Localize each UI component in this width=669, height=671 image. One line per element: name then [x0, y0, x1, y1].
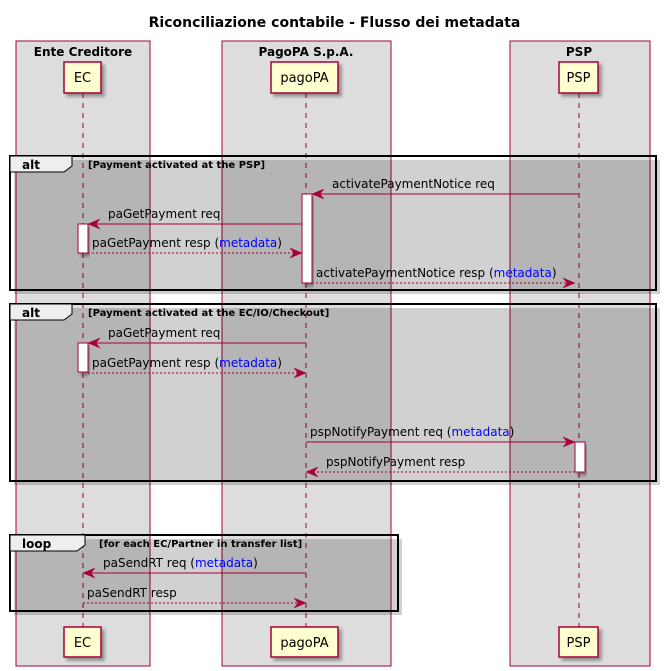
activation-psp-1 [574, 441, 586, 473]
participant-pagopa-bottom-label: pagoPA [280, 636, 328, 651]
frame-border [9, 303, 657, 482]
message-label: activatePaymentNotice req [332, 177, 495, 191]
message-text: pspNotifyPayment req ( [310, 425, 451, 439]
frame-condition: [Payment activated at the EC/IO/Checkout… [88, 308, 329, 319]
message-text: paGetPayment req [108, 207, 220, 221]
message-label: activatePaymentNotice resp (metadata) [316, 266, 557, 280]
box-title-pagopa-spa: PagoPA S.p.A. [259, 45, 354, 59]
participant-ec-bottom-box[interactable] [63, 626, 102, 658]
metadata-highlight: metadata [451, 425, 509, 439]
message-suffix: ) [253, 556, 258, 570]
arrowhead-icon [305, 466, 319, 478]
message-text: paGetPayment resp ( [92, 356, 219, 370]
participant-psp-top-label: PSP [567, 71, 591, 86]
message-label: pspNotifyPayment req (metadata) [310, 425, 514, 439]
metadata-highlight: metadata [219, 356, 277, 370]
message-text: paSendRT resp [87, 586, 177, 600]
message-label: paSendRT resp [87, 586, 177, 600]
message-text: paSendRT req ( [103, 556, 195, 570]
frame-border [9, 534, 399, 612]
metadata-highlight: metadata [494, 266, 552, 280]
participant-pagopa-top-box[interactable] [270, 61, 339, 94]
box-title-psp: PSP [566, 45, 592, 59]
message-text: paGetPayment req [108, 326, 220, 340]
arrowhead-icon [293, 367, 307, 379]
message-label: paGetPayment req [108, 326, 220, 340]
message-suffix: ) [552, 266, 557, 280]
participant-pagopa-top-label: pagoPA [280, 71, 328, 86]
activation-pagopa-1 [301, 193, 313, 284]
arrowhead-icon [82, 567, 96, 579]
participant-ec-top[interactable]: EC [63, 61, 102, 94]
arrowhead-icon [311, 188, 325, 200]
message-text: activatePaymentNotice resp ( [316, 266, 494, 280]
participant-ec-top-label: EC [74, 71, 91, 86]
participant-pagopa-top[interactable]: pagoPA [270, 61, 339, 94]
message-2-1[interactable]: paGetPayment req [87, 326, 306, 349]
frame-border [9, 155, 657, 291]
arrowhead-icon [87, 337, 101, 349]
activation-ec-1 [77, 223, 89, 254]
message-3-2[interactable]: paSendRT resp [83, 586, 307, 609]
messages-layer: activatePaymentNotice req paGetPayment re… [82, 177, 579, 609]
participant-pagopa-bottom-box[interactable] [270, 626, 339, 658]
message-text: activatePaymentNotice req [332, 177, 495, 191]
metadata-highlight: metadata [219, 236, 277, 250]
frame-condition: [Payment activated at the PSP] [88, 160, 265, 171]
participant-psp-bottom[interactable]: PSP [558, 626, 599, 658]
message-1-4[interactable]: activatePaymentNotice resp (metadata) [312, 266, 576, 289]
message-suffix: ) [277, 356, 282, 370]
frame-condition: [for each EC/Partner in transfer list] [99, 539, 302, 550]
frame-tab [9, 534, 86, 552]
participant-psp-top-box[interactable] [558, 61, 599, 94]
participant-psp-bottom-label: PSP [567, 636, 591, 651]
box-title-ente-creditore: Ente Creditore [34, 45, 132, 59]
frame-shadow [14, 539, 402, 615]
frame-shadow [14, 160, 660, 294]
message-suffix: ) [277, 236, 282, 250]
arrowhead-icon [293, 597, 307, 609]
metadata-highlight: metadata [195, 556, 253, 570]
participant-ec-bottom-label: EC [74, 636, 91, 651]
activation-ec-2 [77, 342, 89, 373]
message-2-4[interactable]: pspNotifyPayment resp [305, 455, 575, 478]
participant-psp-bottom-box[interactable] [558, 626, 599, 658]
frame-keyword: alt [22, 158, 40, 172]
arrowhead-icon [289, 247, 303, 259]
box-psp-background [509, 40, 651, 667]
frame-keyword: alt [22, 306, 40, 320]
participant-ec-bottom[interactable]: EC [63, 626, 102, 658]
message-suffix: ) [510, 425, 515, 439]
frame-keyword: loop [22, 537, 52, 551]
diagram-title: Riconciliazione contabile - Flusso dei m… [149, 15, 521, 31]
frames-layer: alt [Payment activated at the PSP] alt [Pay… [9, 155, 660, 615]
participant-psp-top[interactable]: PSP [558, 61, 599, 94]
frame-alt-1: alt [Payment activated at the PSP] [9, 155, 660, 294]
message-text: paGetPayment resp ( [92, 236, 219, 250]
box-psp: PSP [509, 40, 651, 667]
message-label: paGetPayment resp (metadata) [92, 356, 282, 370]
frame-alt-2: alt [Payment activated at the EC/IO/Check… [9, 303, 660, 485]
arrowhead-icon [87, 218, 101, 230]
message-label: paGetPayment resp (metadata) [92, 236, 282, 250]
participant-pagopa-bottom[interactable]: pagoPA [270, 626, 339, 658]
frame-shadow [14, 308, 660, 485]
activations-layer [77, 193, 586, 473]
message-label: paGetPayment req [108, 207, 220, 221]
arrowhead-icon [562, 436, 576, 448]
message-label: pspNotifyPayment resp [326, 455, 465, 469]
frame-loop-3: loop [for each EC/Partner in transfer lis… [9, 534, 402, 615]
message-label: paSendRT req (metadata) [103, 556, 258, 570]
message-2-2[interactable]: paGetPayment resp (metadata) [88, 356, 307, 379]
message-text: pspNotifyPayment resp [326, 455, 465, 469]
message-1-1[interactable]: activatePaymentNotice req [311, 177, 579, 200]
arrowhead-icon [562, 277, 576, 289]
message-1-3[interactable]: paGetPayment resp (metadata) [88, 236, 303, 259]
message-1-2[interactable]: paGetPayment req [87, 207, 302, 230]
frame-tab [9, 155, 73, 173]
frame-tab [9, 303, 73, 321]
participant-ec-top-box[interactable] [63, 61, 102, 94]
message-3-1[interactable]: paSendRT req (metadata) [82, 556, 306, 579]
message-2-3[interactable]: pspNotifyPayment req (metadata) [306, 425, 576, 448]
